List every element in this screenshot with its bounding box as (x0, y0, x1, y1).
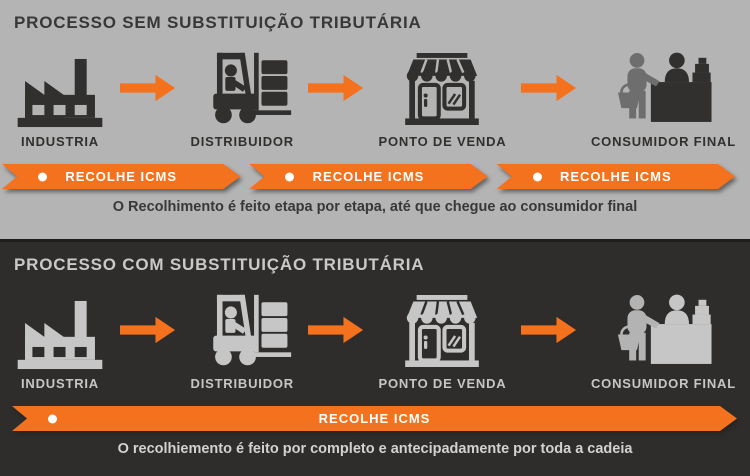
ribbon-row: RECOLHE ICMS (12, 406, 737, 431)
ribbon-wrap: RECOLHE ICMS (12, 406, 737, 431)
forklift-icon (191, 291, 293, 371)
flow-arrow-icon (307, 74, 365, 102)
factory-icon (14, 299, 106, 371)
stage-label: CONSUMIDOR FINAL (590, 376, 736, 391)
ribbon-wrap: RECOLHE ICMS (2, 164, 240, 189)
flow-arrow-icon (307, 316, 365, 344)
stage-row: INDUSTRIA DISTRIBUIDOR PONTO DE VENDA CO… (0, 283, 750, 391)
bullet-dot (533, 172, 542, 181)
panel-caption: O Recolhimento é feito etapa por etapa, … (112, 199, 638, 215)
ribbon-label: RECOLHE ICMS (65, 169, 177, 184)
flow-arrow-icon (520, 316, 578, 344)
flow-arrow-icon (119, 74, 177, 102)
checkout-icon (611, 49, 715, 129)
factory-icon (14, 57, 106, 129)
flow-arrow-icon (119, 316, 177, 344)
recolhe-icms-ribbon: RECOLHE ICMS (2, 164, 240, 189)
panel-caption: O recolhiemento é feito por completo e a… (117, 441, 633, 457)
stage-label: PONTO DE VENDA (378, 134, 507, 149)
storefront-icon (397, 291, 487, 371)
stage-label: DISTRIBUIDOR (190, 376, 294, 391)
stage-ponto-de-venda: PONTO DE VENDA (379, 49, 507, 149)
stage-consumidor-final: CONSUMIDOR FINAL (591, 291, 736, 391)
panel-without-substitution: PROCESSO SEM SUBSTITUIÇÃO TRIBUTÁRIA IND… (0, 0, 750, 239)
stage-industria: INDUSTRIA (14, 57, 106, 149)
panel-with-substitution: PROCESSO COM SUBSTITUIÇÃO TRIBUTÁRIA IND… (0, 239, 750, 476)
stage-consumidor-final: CONSUMIDOR FINAL (591, 49, 736, 149)
ribbon-wrap: RECOLHE ICMS (497, 164, 735, 189)
stage-label: INDUSTRIA (21, 134, 99, 149)
ribbon-label: RECOLHE ICMS (312, 169, 425, 184)
recolhe-icms-ribbon: RECOLHE ICMS (497, 164, 735, 189)
storefront-icon (397, 49, 487, 129)
bullet-dot (285, 172, 294, 181)
ribbon-label: RECOLHE ICMS (559, 169, 672, 184)
panel-title: PROCESSO SEM SUBSTITUIÇÃO TRIBUTÁRIA (14, 13, 422, 32)
stage-label: CONSUMIDOR FINAL (590, 134, 736, 149)
bullet-dot (38, 172, 47, 181)
recolhe-icms-ribbon: RECOLHE ICMS (249, 164, 487, 189)
panel-title: PROCESSO COM SUBSTITUIÇÃO TRIBUTÁRIA (14, 255, 425, 274)
stage-row: INDUSTRIA DISTRIBUIDOR PONTO DE VENDA CO… (0, 41, 750, 149)
checkout-icon (611, 291, 715, 371)
recolhe-icms-ribbon: RECOLHE ICMS (12, 406, 737, 431)
ribbon-row: RECOLHE ICMS RECOLHE ICMS RECOLHE ICMS (2, 164, 735, 189)
stage-industria: INDUSTRIA (14, 299, 106, 391)
ribbon-wrap: RECOLHE ICMS (249, 164, 487, 189)
bullet-dot (48, 414, 57, 423)
stage-label: DISTRIBUIDOR (190, 134, 294, 149)
forklift-icon (191, 49, 293, 129)
stage-distribuidor: DISTRIBUIDOR (191, 291, 295, 391)
stage-label: PONTO DE VENDA (378, 376, 507, 391)
stage-distribuidor: DISTRIBUIDOR (191, 49, 295, 149)
stage-ponto-de-venda: PONTO DE VENDA (379, 291, 507, 391)
ribbon-label: RECOLHE ICMS (318, 411, 431, 426)
flow-arrow-icon (520, 74, 578, 102)
stage-label: INDUSTRIA (21, 376, 99, 391)
